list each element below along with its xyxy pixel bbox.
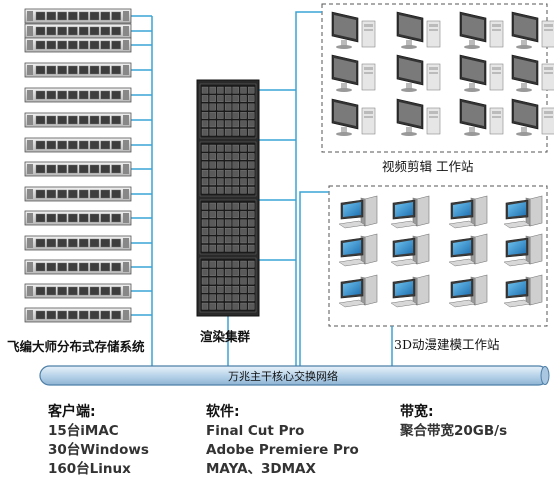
software-block: 软件: Final Cut Pro Adobe Premiere Pro MAY… [206, 403, 359, 479]
video-workstation-group-border [321, 3, 548, 153]
backbone-bus [39, 365, 550, 386]
imac-workstations [331, 11, 554, 136]
software-item: Adobe Premiere Pro [206, 442, 359, 458]
imac-icon [396, 11, 441, 49]
desktop-pc-icon [448, 195, 488, 229]
desktop-pc-icon [390, 195, 430, 229]
desktop-pc-icon [503, 233, 543, 267]
desktop-pc-icon [390, 274, 430, 308]
imac-icon [511, 54, 554, 92]
imac-icon [459, 98, 504, 136]
backbone-label: 万兆主干核心交换网络 [228, 370, 338, 383]
storage-server-stack [24, 8, 132, 323]
storage-server-icon [24, 235, 132, 251]
desktop-pc-icon [390, 233, 430, 267]
imac-icon [459, 54, 504, 92]
software-item: MAYA、3DMAX [206, 461, 316, 477]
storage-server-icon [24, 8, 132, 24]
desktop-pc-icon [503, 195, 543, 229]
desktop-pc-icon [338, 195, 378, 229]
clients-item: 160台Linux [48, 461, 131, 477]
network-links [227, 11, 393, 366]
video-workstation-label: 视频剪辑 工作站 [382, 159, 474, 174]
storage-server-icon [24, 161, 132, 177]
desktop-pc-icon [503, 274, 543, 308]
storage-label: 飞编大师分布式存储系统 [7, 339, 145, 354]
desktop-pc-icon [338, 274, 378, 308]
pc-workstations [338, 195, 543, 308]
imac-icon [331, 54, 376, 92]
storage-links [131, 15, 153, 366]
desktop-pc-icon [448, 233, 488, 267]
clients-title: 客户端: [48, 404, 96, 420]
storage-server-icon [24, 37, 132, 53]
storage-server-icon [24, 62, 132, 78]
storage-server-icon [24, 186, 132, 202]
storage-server-icon [24, 307, 132, 323]
3d-workstation-label: 3D动漫建模工作站 [394, 337, 500, 352]
imac-icon [511, 98, 554, 136]
desktop-pc-icon [338, 233, 378, 267]
bandwidth-title: 带宽: [400, 404, 434, 420]
imac-icon [396, 98, 441, 136]
storage-server-icon [24, 283, 132, 299]
software-title: 软件: [206, 404, 240, 420]
storage-server-icon [24, 87, 132, 103]
imac-icon [331, 98, 376, 136]
clients-item: 30台Windows [48, 442, 149, 458]
storage-server-icon [24, 210, 132, 226]
software-item: Final Cut Pro [206, 423, 305, 439]
imac-icon [331, 11, 376, 49]
3d-workstation-group-border [328, 185, 548, 327]
storage-server-icon [24, 112, 132, 128]
bandwidth-item: 聚合带宽20GB/s [400, 423, 508, 439]
storage-server-icon [24, 23, 132, 39]
storage-server-icon [24, 259, 132, 275]
clients-block: 客户端: 15台iMAC 30台Windows 160台Linux [48, 403, 149, 479]
imac-icon [511, 11, 554, 49]
desktop-pc-icon [448, 274, 488, 308]
bandwidth-block: 带宽: 聚合带宽20GB/s [400, 403, 507, 441]
storage-server-icon [24, 137, 132, 153]
imac-icon [396, 54, 441, 92]
render-cluster-label: 渲染集群 [200, 329, 251, 344]
clients-item: 15台iMAC [48, 423, 119, 439]
render-cluster-rack [196, 79, 260, 317]
imac-icon [459, 11, 504, 49]
